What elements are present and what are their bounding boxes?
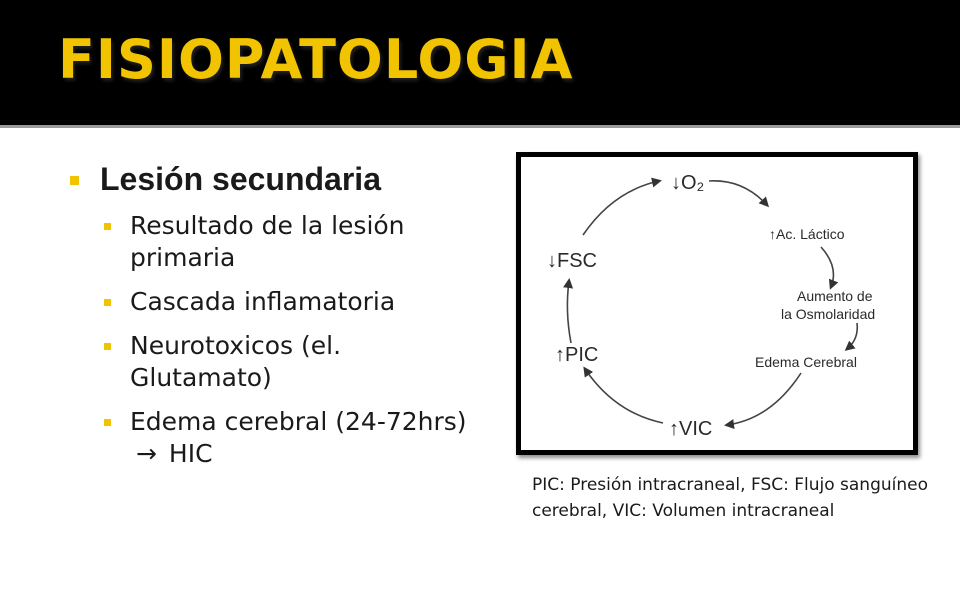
cycle-diagram: ↓O₂ ↑Ac. Láctico Aumento de la Osmolarid… bbox=[516, 152, 918, 455]
cycle-arrow bbox=[708, 180, 770, 208]
sub-bullet-text: Neurotoxicos (el. Glutamato) bbox=[130, 331, 342, 393]
cycle-arrow bbox=[583, 366, 664, 424]
sub-bullet: Edema cerebral (24-72hrs) → HIC bbox=[104, 406, 490, 470]
bullet-square-icon bbox=[104, 419, 111, 427]
cycle-arrow bbox=[844, 322, 859, 351]
bullet-square-icon bbox=[70, 176, 79, 185]
bullet-list: Lesión secundaria Resultado de la lesión… bbox=[70, 160, 490, 482]
sub-bullet-suffix: HIC bbox=[168, 439, 213, 469]
sub-bullet: Cascada inflamatoria bbox=[104, 286, 490, 318]
bullet-square-icon bbox=[104, 299, 111, 307]
cycle-svg: ↓O₂ ↑Ac. Láctico Aumento de la Osmolarid… bbox=[547, 172, 875, 440]
node-vic: ↑VIC bbox=[669, 418, 712, 440]
bullet-square-icon bbox=[104, 223, 111, 231]
sub-bullet-list: Resultado de la lesión primaria Cascada … bbox=[70, 210, 490, 470]
cycle-arrow bbox=[582, 177, 662, 236]
sub-bullet-text: Edema cerebral (24-72hrs) bbox=[130, 407, 467, 437]
node-fsc: ↓FSC bbox=[547, 250, 597, 272]
diagram-caption: PIC: Presión intracraneal, FSC: Flujo sa… bbox=[532, 475, 929, 522]
node-edema-cerebral: Edema Cerebral bbox=[755, 354, 857, 370]
title-bar: FISIOPATOLOGIA bbox=[0, 0, 960, 128]
node-o2: ↓O₂ bbox=[671, 172, 704, 194]
node-acido-lactico: ↑Ac. Láctico bbox=[769, 226, 845, 242]
bullet-square-icon bbox=[104, 343, 111, 351]
slide-title: FISIOPATOLOGIA bbox=[58, 28, 574, 91]
main-bullet: Lesión secundaria bbox=[70, 160, 490, 198]
right-arrow-icon: → bbox=[136, 439, 157, 469]
node-aumento-osmolaridad-2: la Osmolaridad bbox=[781, 306, 875, 322]
cycle-arrow bbox=[724, 372, 802, 430]
cycle-arrow bbox=[563, 278, 574, 344]
node-aumento-osmolaridad-1: Aumento de bbox=[797, 288, 873, 304]
sub-bullet-text: Resultado de la lesión primaria bbox=[130, 211, 405, 273]
sub-bullet-text: Cascada inflamatoria bbox=[130, 287, 396, 317]
sub-bullet: Neurotoxicos (el. Glutamato) bbox=[104, 330, 490, 394]
cycle-arrow bbox=[820, 246, 839, 290]
main-bullet-text: Lesión secundaria bbox=[100, 161, 381, 197]
node-pic: ↑PIC bbox=[555, 344, 598, 366]
sub-bullet: Resultado de la lesión primaria bbox=[104, 210, 490, 274]
